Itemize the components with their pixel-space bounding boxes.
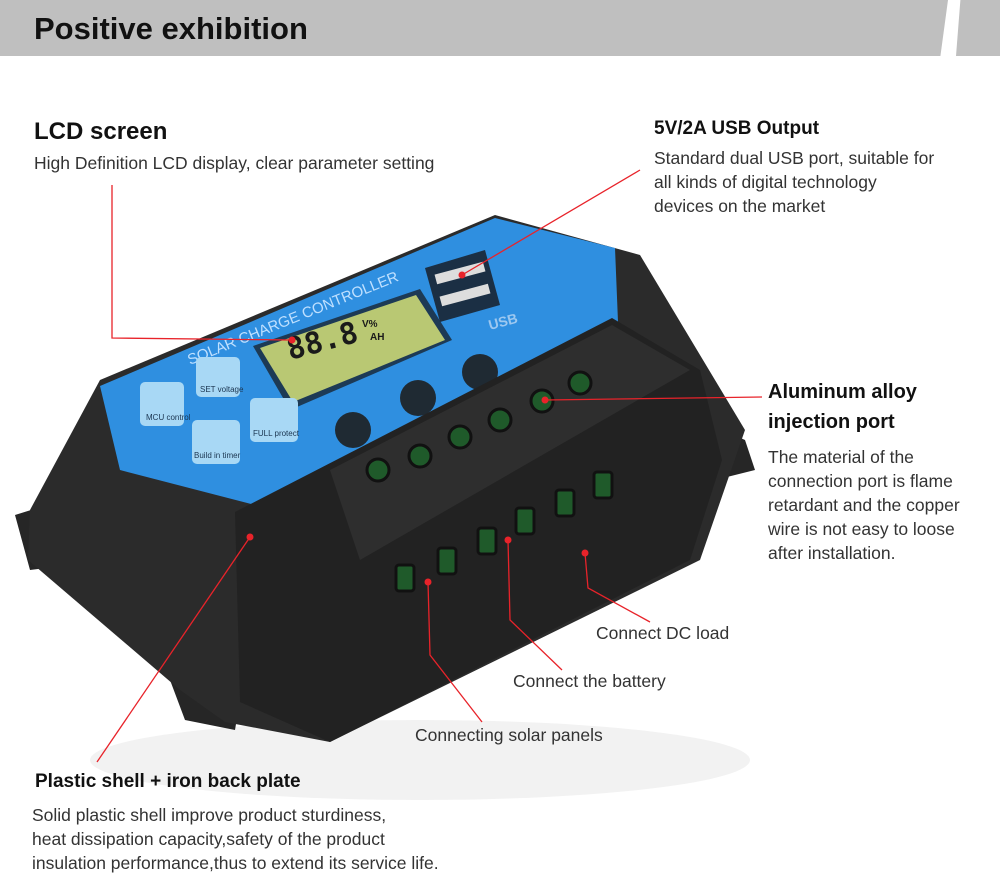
terminal-top	[330, 325, 690, 560]
shell-callout-line	[96, 536, 251, 763]
usb-desc-line: devices on the market	[654, 196, 826, 216]
lcd-screen	[260, 295, 445, 402]
usb-dot	[458, 271, 466, 279]
battery-dot	[504, 536, 512, 544]
usb-label: USB	[487, 310, 520, 333]
header-bar	[0, 0, 948, 56]
lcd-desc: High Definition LCD display, clear param…	[34, 153, 435, 173]
up-button	[400, 380, 436, 416]
port-desc-line: retardant and the copper	[768, 495, 960, 515]
shell-dot	[246, 533, 254, 541]
badge-set	[196, 357, 240, 397]
terminal-hole-2	[436, 546, 458, 576]
battery-label: Connect the battery	[513, 671, 666, 691]
port-title-line: Aluminum alloy	[768, 381, 917, 403]
lcd-callout-line	[111, 185, 293, 341]
port-desc-line: connection port is flame	[768, 471, 953, 491]
down-button	[462, 354, 498, 390]
port-desc-line: after installation.	[768, 543, 896, 563]
badge-timer-label: Build in timer	[194, 451, 241, 460]
terminal-hole-3	[476, 526, 498, 556]
terminal-hole-4	[514, 506, 536, 536]
terminal-hole-1	[394, 563, 416, 593]
load-callout-line	[584, 552, 651, 623]
port-title: Aluminum alloy injection port	[768, 377, 917, 437]
badge-protect-label: FULL protect	[253, 429, 300, 438]
port-title-line: injection port	[768, 411, 895, 433]
shell-desc-line: heat dissipation capacity,safety of the …	[32, 829, 385, 849]
port-desc: The material of the connection port is f…	[768, 445, 960, 565]
terminal-hole-6	[592, 470, 614, 500]
terminal-screw-2	[407, 443, 433, 469]
badge-set-label: SET voltage	[200, 385, 244, 394]
usb-desc-line: all kinds of digital technology	[654, 172, 877, 192]
terminal-screw-6	[567, 370, 593, 396]
usb-slot-2	[439, 283, 491, 307]
terminal-screw-4	[487, 407, 513, 433]
lcd-dot	[288, 336, 296, 344]
solar-dot	[424, 578, 432, 586]
shell-desc-line: insulation performance,thus to extend it…	[32, 853, 439, 873]
terminal-screw-3	[447, 424, 473, 450]
header-tail	[956, 0, 1000, 56]
usb-title: 5V/2A USB Output	[654, 118, 820, 139]
port-callout-line	[544, 396, 763, 401]
solar-label: Connecting solar panels	[415, 725, 603, 745]
battery-callout-line	[507, 539, 563, 671]
shell-desc-line: Solid plastic shell improve product stur…	[32, 805, 387, 825]
lcd-title: LCD screen	[34, 118, 168, 145]
menu-button	[335, 412, 371, 448]
terminal-screw-1	[365, 457, 391, 483]
lcd-units-top: V%	[362, 319, 378, 330]
lcd-units-bottom: AH	[370, 332, 384, 343]
port-desc-line: wire is not easy to loose	[768, 519, 955, 539]
solar-callout-line	[427, 581, 483, 723]
badge-timer	[192, 420, 240, 464]
badge-mcu	[140, 382, 184, 426]
shell-desc: Solid plastic shell improve product stur…	[32, 803, 439, 874]
load-dot	[581, 549, 589, 557]
badge-protect	[250, 398, 298, 442]
dc-load-label: Connect DC load	[596, 623, 730, 643]
port-desc-line: The material of the	[768, 447, 914, 467]
usb-desc: Standard dual USB port, suitable for all…	[654, 146, 934, 218]
port-dot	[541, 396, 549, 404]
badge-mcu-label: MCU control	[146, 413, 191, 422]
usb-callout-line	[461, 169, 641, 276]
terminal-hole-5	[554, 488, 576, 518]
usb-desc-line: Standard dual USB port, suitable for	[654, 148, 935, 168]
section-header: Positive exhibition	[0, 0, 1000, 56]
shell-title: Plastic shell + iron back plate	[35, 771, 301, 792]
reflection	[90, 720, 750, 800]
section-title: Positive exhibition	[34, 11, 308, 46]
